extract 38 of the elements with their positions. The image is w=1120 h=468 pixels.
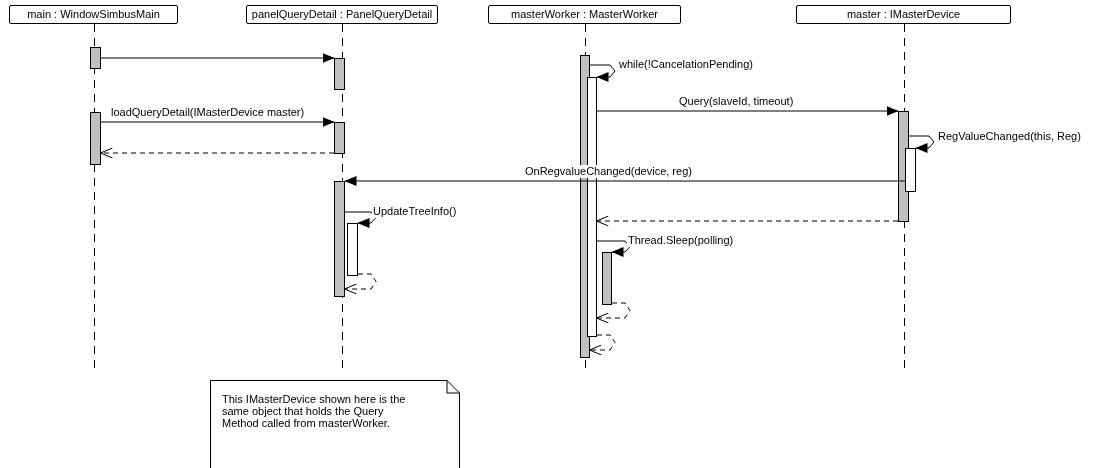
return-message-arrow	[344, 273, 377, 295]
activation-bar	[347, 223, 358, 276]
object-name: master : IMasterDevice	[846, 8, 961, 21]
message-arrow	[589, 64, 616, 82]
note-text: This IMasterDevice shown here is the same object that holds the Query Method called from masterWorker.	[222, 393, 407, 429]
message-arrow	[100, 53, 335, 63]
message-label: while(!CancelationPending)	[618, 58, 754, 71]
message-label: Thread.Sleep(polling)	[627, 234, 735, 247]
message-label: RegValueChanged(this, Reg)	[937, 130, 1082, 143]
object-name: masterWorker : MasterWorker	[511, 8, 658, 21]
object-name: panelQueryDetail : PanelQueryDetail	[251, 8, 433, 21]
activation-bar	[90, 47, 101, 69]
activation-bar	[334, 181, 345, 297]
message-arrow	[344, 211, 377, 228]
activation-bar	[334, 122, 345, 154]
activation-bar	[905, 148, 916, 192]
return-message-arrow	[589, 334, 616, 356]
note	[210, 380, 460, 468]
return-message-arrow	[596, 302, 631, 324]
activation-bar	[334, 58, 345, 90]
return-message-arrow	[596, 215, 899, 227]
lifeline-head	[9, 5, 178, 24]
return-message-arrow	[100, 147, 335, 159]
lifeline-head	[246, 5, 438, 24]
message-label: OnRegvalueChanged(device, reg)	[524, 165, 693, 178]
message-arrow	[596, 240, 631, 257]
lifeline-head	[488, 5, 681, 24]
activation-bar	[90, 112, 101, 165]
message-label: loadQueryDetail(IMasterDevice master)	[110, 106, 306, 119]
message-arrow	[908, 135, 935, 153]
lifeline-head	[796, 5, 1011, 24]
object-name: main : WindowSimbusMain	[27, 8, 160, 21]
message-arrow	[100, 117, 335, 127]
message-label: UpdateTreeInfo()	[372, 205, 458, 218]
activation-bar	[602, 252, 612, 305]
message-label: Query(slaveId, timeout)	[678, 95, 795, 108]
message-arrow	[344, 176, 906, 186]
message-arrow	[596, 106, 899, 116]
